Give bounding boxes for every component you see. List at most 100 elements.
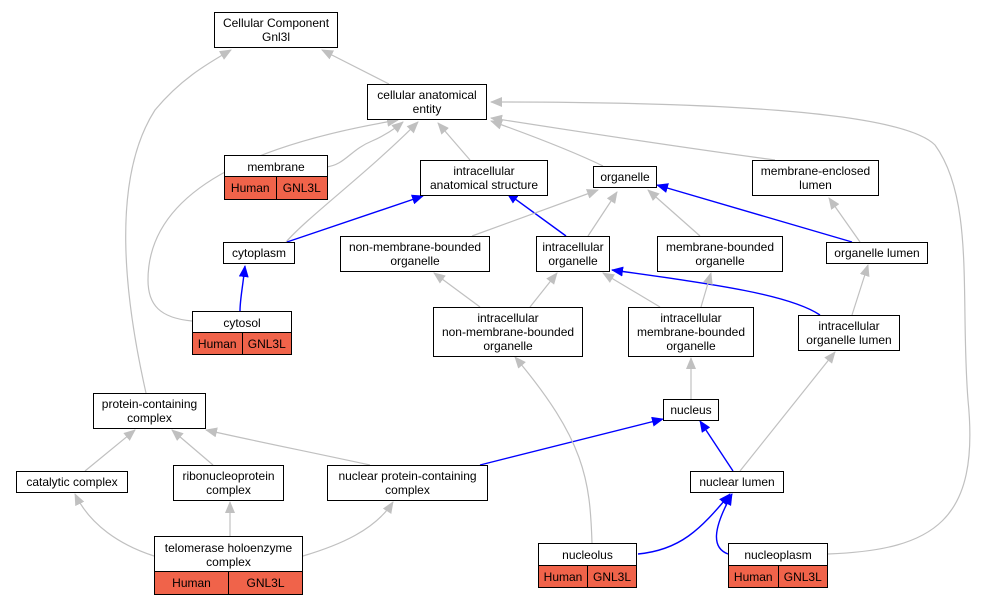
node-label: cytoplasm	[224, 243, 294, 263]
node-label: organelle lumen	[827, 243, 927, 263]
node-label: nucleus	[664, 400, 718, 420]
node-cytoplasm[interactable]: cytoplasm	[223, 242, 295, 264]
node-nucleus[interactable]: nucleus	[663, 399, 719, 421]
node-label-line: complex	[127, 411, 172, 425]
node-label-line: ribonucleoprotein	[182, 469, 275, 483]
edge-the-to-npcc	[302, 501, 394, 557]
node-label-line: organelle	[548, 254, 598, 268]
node-label-line: Gnl3l	[261, 30, 290, 44]
edge-nl-to-iol	[739, 351, 836, 472]
edge-organelle-to-cae	[490, 120, 604, 167]
edge-cytoplasm-to-ias	[286, 194, 424, 243]
node-label-line: nuclear lumen	[699, 475, 775, 489]
species-cell: Human	[230, 181, 270, 195]
edge-cytoplasm-to-cae	[285, 121, 419, 243]
node-label: catalytic complex	[17, 472, 127, 492]
edge-iol-to-io	[611, 266, 821, 316]
node-label: organelle	[594, 167, 656, 187]
node-label-line: organelle lumen	[834, 246, 920, 260]
species-cell: Human	[172, 576, 211, 590]
node-catc[interactable]: catalytic complex	[16, 471, 128, 493]
node-label-line: organelle	[390, 254, 440, 268]
edge-cytosol-to-cae	[147, 116, 399, 322]
node-label: cytosol	[193, 312, 291, 333]
node-label-line: complex	[385, 483, 430, 497]
edge-mel-to-cae	[490, 114, 776, 161]
node-label-line: nuclear protein-containing	[338, 469, 477, 483]
edge-ol-to-organelle	[656, 183, 853, 243]
edge-io-to-organelle	[587, 191, 618, 237]
node-label-line: membrane-bounded	[636, 325, 746, 339]
node-label-line: cytosol	[223, 315, 261, 330]
node-nl[interactable]: nuclear lumen	[690, 471, 784, 493]
edge-ias-to-cae	[437, 122, 471, 161]
node-label-line: catalytic complex	[26, 475, 118, 489]
edge-cytosol-to-cytoplasm	[238, 265, 249, 312]
node-label-line: membrane	[247, 159, 305, 174]
edge-mbo-to-organelle	[647, 189, 701, 237]
node-label-line: telomerase holoenzyme	[164, 540, 293, 555]
edge-nucleoplasm-to-nl	[715, 493, 733, 555]
edge-nucleolus-to-nl	[637, 493, 731, 555]
node-label-line: intracellular	[453, 164, 515, 178]
edge-npcc-to-nucleus	[479, 416, 664, 466]
node-organelle[interactable]: organelle	[593, 166, 657, 188]
node-label-line: organelle	[600, 170, 650, 184]
edge-layer	[74, 49, 971, 557]
node-label-line: non-membrane-bounded	[441, 325, 575, 339]
node-label-line: nucleolus	[562, 548, 613, 562]
gene-cell: GNL3L	[228, 572, 302, 594]
node-label-line: intracellular	[542, 240, 604, 254]
gene-cell: GNL3L	[241, 333, 292, 354]
node-label-line: intracellular	[477, 311, 539, 325]
node-label-line: organelle lumen	[806, 333, 892, 347]
node-label-line: organelle	[666, 339, 716, 353]
node-ol[interactable]: organelle lumen	[826, 242, 928, 264]
gene-cell: GNL3L	[777, 566, 828, 587]
node-label: nuclear lumen	[691, 472, 783, 492]
node-label-line: Cellular Component	[222, 16, 330, 30]
node-label-line: anatomical structure	[429, 178, 539, 192]
node-label-line: intracellular	[818, 319, 880, 333]
node-label-line: organelle	[483, 339, 533, 353]
edge-imbo-to-mbo	[700, 272, 713, 308]
node-label-line: cellular anatomical	[377, 88, 477, 102]
node-label-line: nucleus	[670, 403, 712, 417]
node-label-line: membrane-bounded	[665, 240, 775, 254]
node-label-line: intracellular	[660, 311, 722, 325]
annotation-row: Human GNL3L	[155, 571, 302, 594]
node-label-line: membrane-enclosed	[760, 164, 871, 178]
